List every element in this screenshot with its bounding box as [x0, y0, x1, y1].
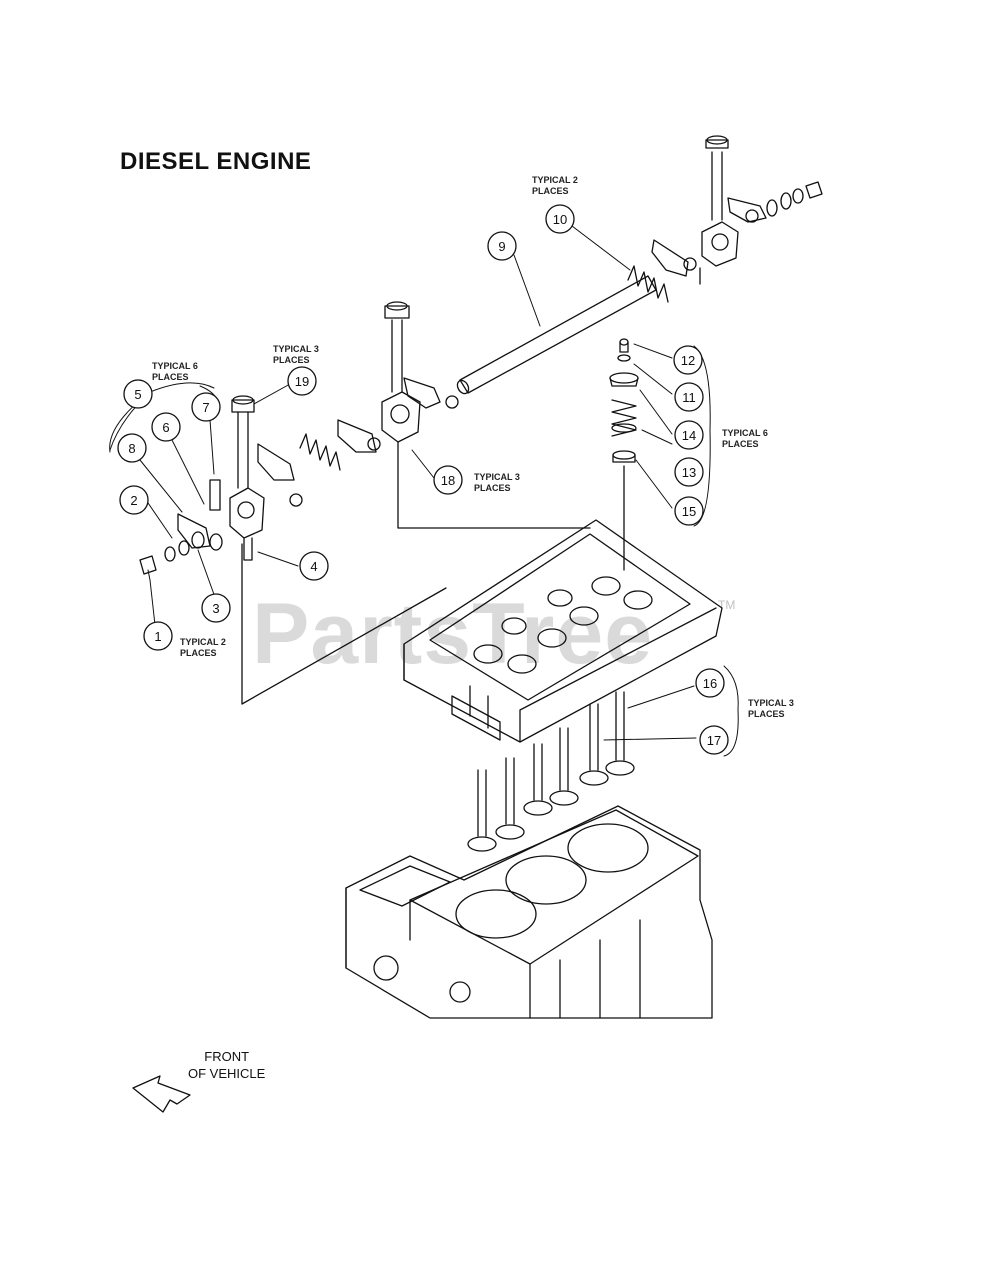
callout-5: 5 — [123, 379, 153, 409]
callout-12: 12 — [673, 345, 703, 375]
callout-11: 11 — [674, 382, 704, 412]
svg-text:7: 7 — [202, 400, 209, 415]
callout-6: 6 — [151, 412, 181, 442]
svg-text:9: 9 — [498, 239, 505, 254]
page-title: DIESEL ENGINE — [120, 148, 312, 175]
svg-text:2: 2 — [130, 493, 137, 508]
leader-lines — [109, 225, 739, 757]
callout-3: 3 — [201, 593, 231, 623]
callout-9: 9 — [487, 231, 517, 261]
callout-19: 19 — [287, 366, 317, 396]
svg-text:14: 14 — [682, 428, 696, 443]
svg-text:6: 6 — [162, 420, 169, 435]
svg-text:8: 8 — [128, 441, 135, 456]
callout-17: 17 — [699, 725, 729, 755]
callout-7: 7 — [191, 392, 221, 422]
callout-4: 4 — [299, 551, 329, 581]
callout-10: 10 — [545, 204, 575, 234]
callout-13: 13 — [674, 457, 704, 487]
svg-text:11: 11 — [682, 390, 696, 405]
engine-block — [345, 805, 713, 1019]
svg-text:19: 19 — [295, 374, 309, 389]
callout-1: 1 — [143, 621, 173, 651]
callout-2: 2 — [119, 485, 149, 515]
callout-16: 16 — [695, 668, 725, 698]
svg-text:12: 12 — [681, 353, 695, 368]
callouts: 1 2 3 4 5 6 7 8 9 10 11 12 13 14 15 16 1… — [117, 204, 729, 755]
middle-rocker-assembly-18 — [299, 301, 591, 529]
callout-14: 14 — [674, 420, 704, 450]
valves — [467, 691, 635, 852]
svg-text:1: 1 — [154, 629, 161, 644]
valve-spring-stack — [609, 338, 639, 571]
svg-text:13: 13 — [682, 465, 696, 480]
right-rocker-assembly — [651, 135, 823, 285]
svg-text:17: 17 — [707, 733, 721, 748]
rocker-shaft — [456, 275, 657, 395]
front-of-vehicle-label: FRONT OF VEHICLE — [188, 1049, 266, 1081]
svg-text:10: 10 — [553, 212, 567, 227]
svg-text:4: 4 — [310, 559, 317, 574]
svg-text:16: 16 — [703, 676, 717, 691]
callout-18: 18 — [433, 465, 463, 495]
callout-15: 15 — [674, 496, 704, 526]
left-rocker-assembly — [139, 395, 447, 705]
svg-text:18: 18 — [441, 473, 455, 488]
shaft-spring-10 — [627, 265, 669, 303]
front-arrow-icon — [132, 1075, 191, 1113]
cylinder-head — [403, 519, 723, 743]
callout-8: 8 — [117, 433, 147, 463]
svg-text:3: 3 — [212, 601, 219, 616]
svg-text:5: 5 — [134, 387, 141, 402]
svg-text:15: 15 — [682, 504, 696, 519]
